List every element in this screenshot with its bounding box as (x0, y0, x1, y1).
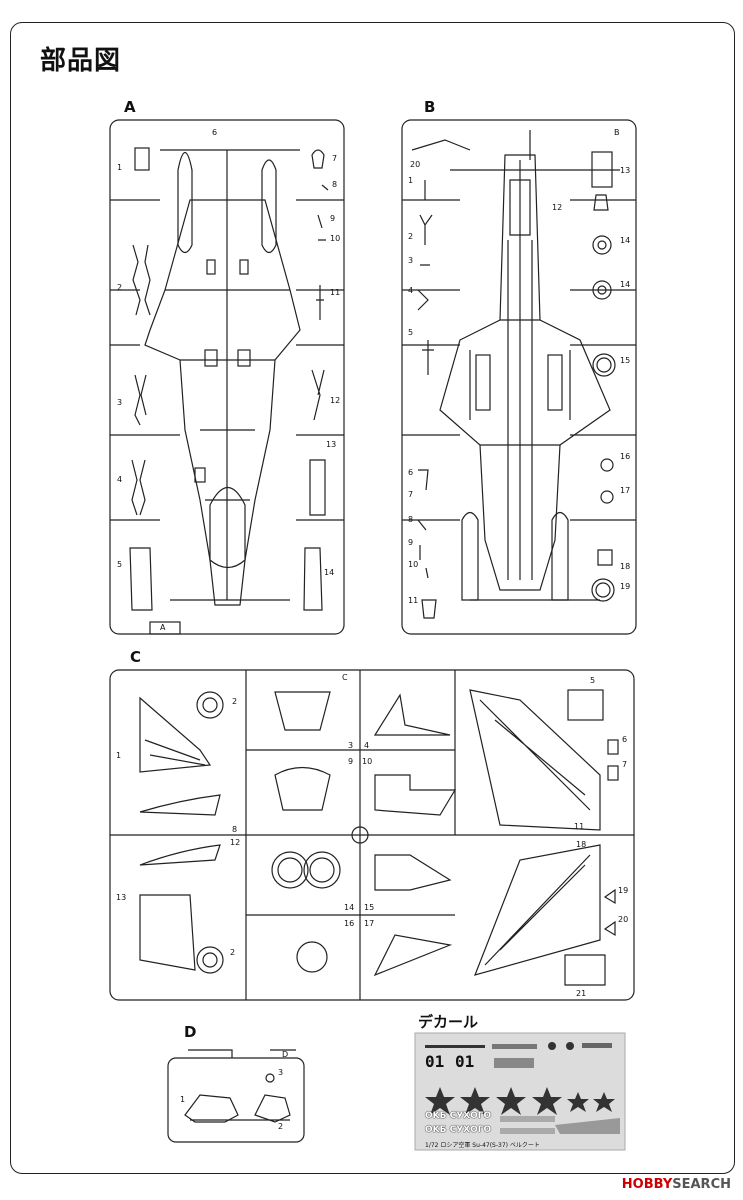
part-number-c_nums-10: 11 (574, 822, 585, 831)
part-number-a_right-1: 8 (332, 180, 338, 189)
part-number-b_left-2: 3 (408, 256, 414, 265)
part-number-c_nums-17: 18 (576, 840, 587, 849)
part-number-c_nums-16: 17 (364, 919, 375, 928)
part-number-d_nums-1: 2 (278, 1122, 284, 1131)
part-number-c_nums-21: 2 (230, 948, 236, 957)
part-number-a_right-6: 13 (326, 440, 337, 449)
part-number-c_nums-15: 16 (344, 919, 355, 928)
part-number-d_nums-2: 3 (278, 1068, 284, 1077)
part-number-c_nums-19: 20 (618, 915, 629, 924)
part-number-b_right-0: 13 (620, 166, 631, 175)
section-label-b: B (424, 98, 436, 116)
sprue-a (109, 119, 345, 635)
decal-number-1: 01 (425, 1052, 445, 1071)
part-number-b_left-4: 5 (408, 328, 414, 337)
part-number-b_right-7: 19 (620, 582, 631, 591)
part-number-b_left-6: 7 (408, 490, 414, 499)
part-number-b_left-1: 2 (408, 232, 414, 241)
part-number-b_left-7: 8 (408, 515, 414, 524)
part-number-b_left-10: 11 (408, 596, 419, 605)
part-number-c_nums-11: 12 (230, 838, 241, 847)
watermark-rest: SEARCH (672, 1177, 731, 1192)
part-number-c_nums-6: 7 (622, 760, 628, 769)
sprue-tag-d: D (282, 1050, 289, 1059)
decal-number-2: 01 (455, 1052, 475, 1071)
section-label-d: D (184, 1023, 197, 1041)
part-number-b_right-4: 16 (620, 452, 631, 461)
part-number-c_nums-14: 15 (364, 903, 375, 912)
part-number-a_left-2: 3 (117, 398, 123, 407)
page-title: 部品図 (40, 46, 122, 76)
part-number-c_nums-12: 13 (116, 893, 127, 902)
part-number-c_nums-9: 10 (362, 757, 373, 766)
part-number-a_right-4: 11 (330, 288, 341, 297)
decal-text-okb-1: OKБ СУХОГО (425, 1111, 492, 1121)
part-number-b_left-3: 4 (408, 286, 414, 295)
part-number-a_left-3: 4 (117, 475, 123, 484)
part-number-a-top: 6 (212, 128, 218, 137)
decal-sheet (414, 1032, 626, 1151)
part-number-b_right-2: 14 (620, 280, 631, 289)
part-number-c_nums-1: 2 (232, 697, 238, 706)
part-number-b_right-5: 17 (620, 486, 631, 495)
part-number-b_right-3: 15 (620, 356, 631, 365)
part-number-c_nums-13: 14 (344, 903, 355, 912)
part-number-c_nums-20: 21 (576, 989, 587, 998)
part-number-c_nums-3: 4 (364, 741, 370, 750)
part-number-c_nums-7: 8 (232, 825, 238, 834)
part-number-b_left-8: 9 (408, 538, 414, 547)
decal-title: デカール (418, 1013, 479, 1031)
part-number-b-top: 20 (410, 160, 421, 169)
sprue-tag-b: B (614, 128, 620, 137)
part-number-c_nums-4: 5 (590, 676, 596, 685)
part-number-c_nums-0: 1 (116, 751, 122, 760)
sprue-tag-c: C (342, 673, 348, 682)
page-frame (10, 22, 735, 1174)
part-number-a_right-2: 9 (330, 214, 336, 223)
part-number-a_left-1: 2 (117, 283, 123, 292)
sprue-tag-a: A (160, 623, 166, 632)
decal-text-okb-2: OKБ СУХОГО (425, 1125, 492, 1135)
part-number-a_right-7: 14 (324, 568, 335, 577)
part-number-b_right-1: 14 (620, 236, 631, 245)
sprue-b (401, 119, 637, 635)
part-number-b-main: 12 (552, 203, 563, 212)
part-number-c_nums-2: 3 (348, 741, 354, 750)
section-label-a: A (124, 98, 136, 116)
part-number-a_right-5: 12 (330, 396, 341, 405)
part-number-a_right-0: 7 (332, 154, 338, 163)
part-number-b_left-5: 6 (408, 468, 414, 477)
part-number-a_right-3: 10 (330, 234, 341, 243)
part-number-a_left-4: 5 (117, 560, 123, 569)
part-number-c_nums-18: 19 (618, 886, 629, 895)
watermark: HOBBYSEARCH (622, 1177, 731, 1192)
part-number-c_nums-8: 9 (348, 757, 354, 766)
part-number-b_left-9: 10 (408, 560, 419, 569)
part-number-b_right-6: 18 (620, 562, 631, 571)
watermark-brand: HOBBY (621, 1177, 673, 1192)
sprue-d (167, 1049, 305, 1143)
sprue-c (109, 669, 635, 1001)
decal-caption: 1/72 ロシア空軍 Su-47(S-37) ベルクート (425, 1142, 540, 1149)
part-number-c_nums-5: 6 (622, 735, 628, 744)
part-number-d_nums-0: 1 (180, 1095, 186, 1104)
part-number-b_left-0: 1 (408, 176, 414, 185)
part-number-a_left-0: 1 (117, 163, 123, 172)
section-label-c: C (130, 648, 142, 666)
